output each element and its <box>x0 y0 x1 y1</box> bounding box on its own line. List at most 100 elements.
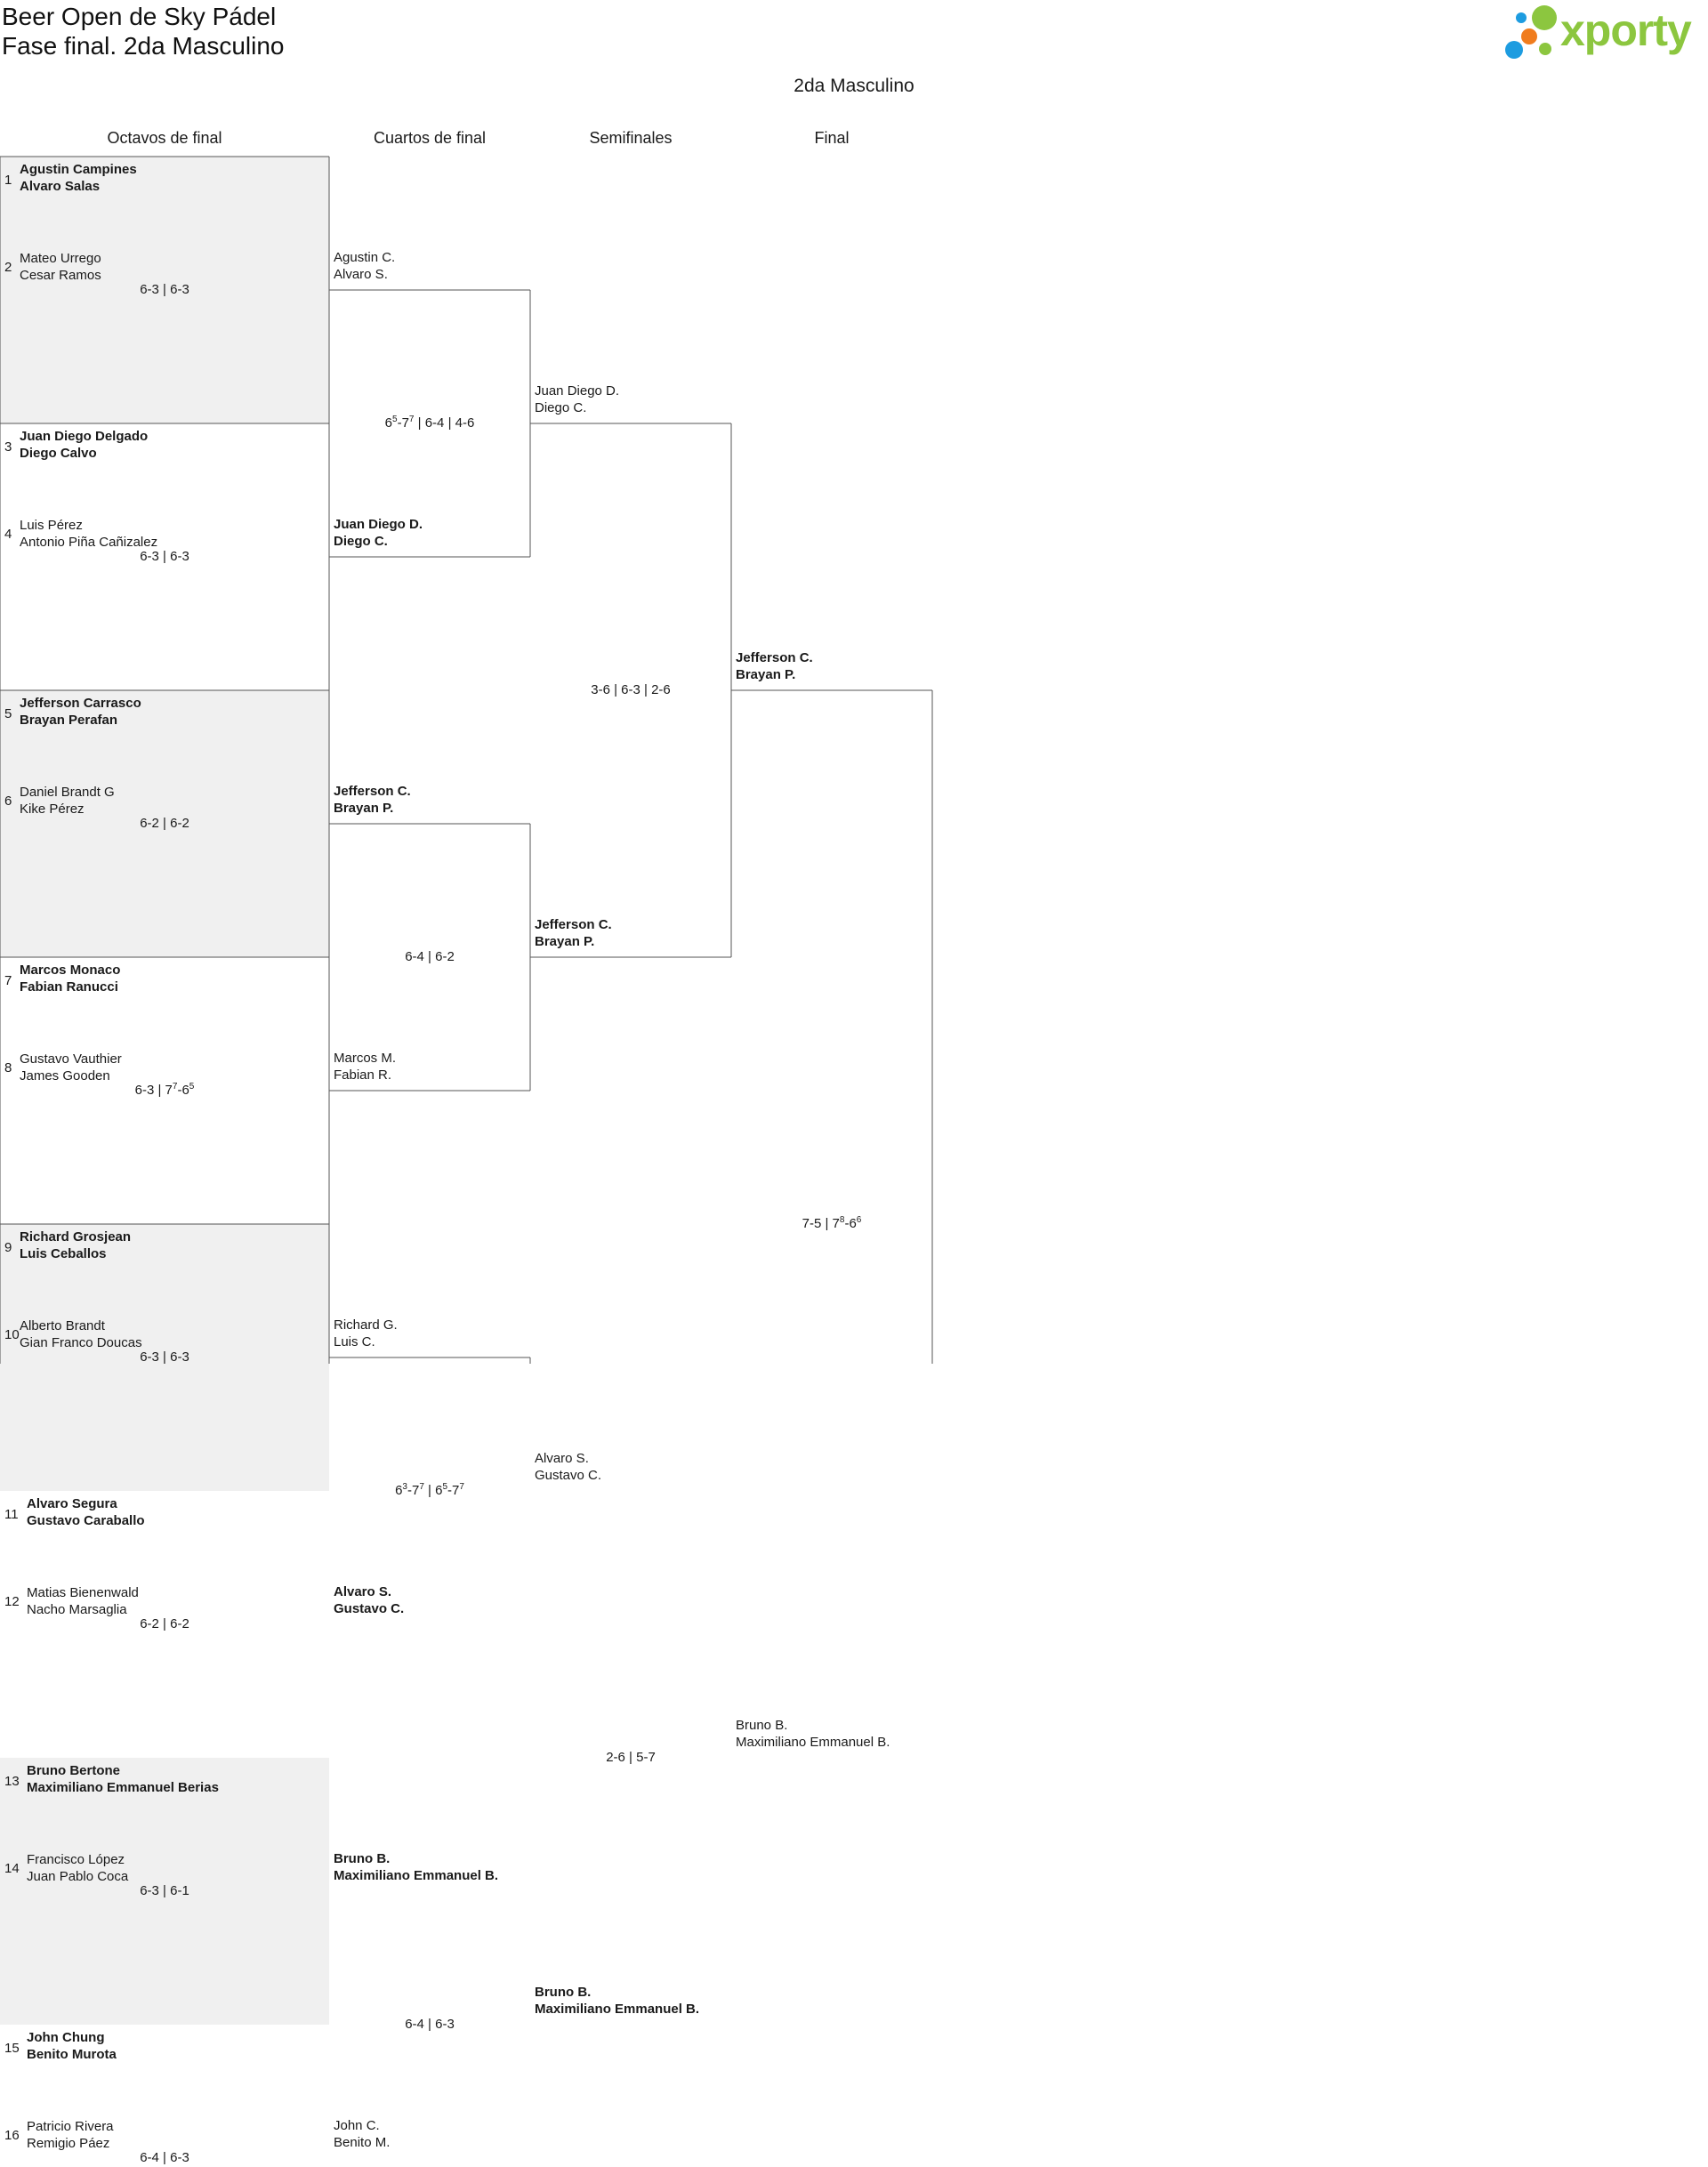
tiebreak-points: 7 <box>419 1482 424 1492</box>
score-separator: | <box>423 2017 436 2032</box>
seed-number: 1 <box>4 173 12 188</box>
quarterfinals-match-2-top-player-1: Jefferson C. <box>334 784 411 799</box>
match-score: 6-3 | 77-65 <box>0 1082 329 1100</box>
set-score: 2-6 <box>651 682 671 697</box>
match-score: 65-77 | 6-4 | 4-6 <box>329 415 530 432</box>
score-separator: | <box>154 1083 165 1098</box>
tiebreak-points: 3 <box>402 1482 407 1492</box>
match-score: 6-4 | 6-3 <box>329 2016 530 2034</box>
set-score: 6-2 <box>170 1616 189 1631</box>
set-score: 6-3 <box>170 549 189 564</box>
set-score: -6 <box>177 1083 189 1098</box>
set-score: 6-3 <box>170 282 189 297</box>
match-score: 2-6 | 5-7 <box>530 1749 731 1767</box>
set-score: 7-5 <box>802 1216 822 1231</box>
set-score: -7 <box>407 1483 420 1498</box>
r16-match-8-bottom-player-2: Remigio Páez <box>27 2136 110 2151</box>
seed-number: 5 <box>4 706 12 721</box>
round-header-semifinals: Semifinales <box>589 129 673 147</box>
set-score: 6-4 <box>140 2150 159 2165</box>
set-score: 6-3 <box>435 2017 455 2032</box>
phase-title: Fase final. 2da Masculino <box>2 32 285 60</box>
r16-match-4-top-player-1: Marcos Monaco <box>20 963 121 978</box>
set-score: -7 <box>397 415 409 431</box>
score-separator: | <box>158 816 171 831</box>
set-score: 7 <box>832 1216 840 1231</box>
score-separator: | <box>158 549 171 564</box>
logo-dot-green-icon <box>1532 5 1557 30</box>
r16-match-1-top-player-1: Agustin Campines <box>20 162 137 177</box>
tiebreak-points: 6 <box>856 1215 862 1225</box>
match-score: 7-5 | 78-66 <box>731 1215 932 1233</box>
round-header-round-of-16: Octavos de final <box>107 129 222 147</box>
r16-match-3-top-player-2: Brayan Perafan <box>20 713 118 728</box>
r16-match-1-bottom-player-1: Mateo Urrego <box>20 251 101 266</box>
seed-number: 10 <box>4 1327 20 1342</box>
set-score: 6-3 <box>621 682 640 697</box>
match-score: 6-4 | 6-2 <box>329 948 530 966</box>
score-separator: | <box>640 682 652 697</box>
semifinals-match-1-top-player-2: Diego C. <box>535 400 587 415</box>
logo-dot-green-small-icon <box>1539 43 1551 55</box>
set-score: 6-4 <box>405 2017 424 2032</box>
final-match-1-bottom-player-1: Bruno B. <box>736 1718 788 1733</box>
seed-number: 14 <box>4 1861 20 1876</box>
semifinals-match-2-bottom-player-2: Maximiliano Emmanuel B. <box>535 2002 700 2017</box>
score-separator: | <box>423 1483 436 1498</box>
score-separator: | <box>158 282 171 297</box>
logo-dot-orange-icon <box>1521 28 1537 44</box>
seed-number: 12 <box>4 1594 20 1609</box>
category-title: 2da Masculino <box>794 76 914 96</box>
quarterfinals-match-1-bottom-player-1: Juan Diego D. <box>334 517 423 532</box>
tiebreak-points: 7 <box>172 1082 178 1092</box>
bracket-page: Beer Open de Sky Pádel Fase final. 2da M… <box>0 3 1692 2165</box>
tiebreak-points: 8 <box>839 1215 845 1225</box>
r16-match-1-bottom-player-2: Cesar Ramos <box>20 268 101 283</box>
seed-number: 13 <box>4 1774 20 1789</box>
final-match-1-top-player-1: Jefferson C. <box>736 650 813 665</box>
seed-number: 2 <box>4 260 12 275</box>
r16-match-6-top-player-1: Alvaro Segura <box>27 1496 117 1511</box>
set-score: 6-1 <box>170 1883 189 1898</box>
seed-number: 6 <box>4 793 12 809</box>
quarterfinals-match-2-bottom-player-2: Fabian R. <box>334 1067 392 1083</box>
r16-match-8-top-player-1: John Chung <box>27 2030 105 2045</box>
set-score: 6-3 <box>140 549 159 564</box>
match-score: 6-3 | 6-3 <box>0 281 329 299</box>
set-score: 6-4 <box>405 949 424 964</box>
final-match-1-bottom-player-2: Maximiliano Emmanuel B. <box>736 1735 890 1750</box>
set-score: 6-3 <box>140 282 159 297</box>
set-score: 6-2 <box>435 949 455 964</box>
r16-match-1-top-player-2: Alvaro Salas <box>20 179 101 194</box>
score-separator: | <box>624 1750 637 1765</box>
quarterfinals-match-2-bottom-player-1: Marcos M. <box>334 1051 397 1066</box>
quarterfinals-match-1-bottom-player-2: Diego C. <box>334 534 388 549</box>
seed-number: 3 <box>4 439 12 455</box>
seed-number: 4 <box>4 527 12 542</box>
r16-match-2-bottom-player-1: Luis Pérez <box>20 518 83 533</box>
score-separator: | <box>444 415 455 431</box>
r16-match-3-bottom-player-2: Kike Pérez <box>20 802 85 817</box>
quarterfinals-match-4-top-player-1: Bruno B. <box>334 1851 391 1866</box>
round-header-final: Final <box>814 129 850 147</box>
semifinals-match-1-bottom-player-2: Brayan P. <box>535 934 595 949</box>
r16-match-7-bottom-player-1: Francisco López <box>27 1852 125 1867</box>
logo-wordmark: xporty <box>1560 5 1692 55</box>
set-score: 2-6 <box>606 1750 625 1765</box>
r16-match-2-top-player-2: Diego Calvo <box>20 446 97 461</box>
set-score: -6 <box>844 1216 857 1231</box>
match-score: 6-4 | 6-3 <box>0 2149 329 2167</box>
r16-match-5-bottom-player-1: Alberto Brandt <box>20 1318 105 1333</box>
quarterfinals-match-3-top-player-2: Luis C. <box>334 1334 375 1349</box>
set-score: 3-6 <box>591 682 610 697</box>
logo-dot-blue-small-icon <box>1516 12 1527 23</box>
seed-number: 7 <box>4 973 12 988</box>
score-separator: | <box>158 2150 171 2165</box>
seed-number: 9 <box>4 1240 12 1255</box>
set-score: 6-2 <box>170 816 189 831</box>
match-score: 6-2 | 6-2 <box>0 1615 329 1633</box>
quarterfinals-match-3-bottom-player-1: Alvaro S. <box>334 1584 392 1599</box>
score-separator: | <box>158 1349 171 1365</box>
semifinals-match-2-top-player-2: Gustavo C. <box>535 1468 602 1483</box>
r16-match-8-top-player-2: Benito Murota <box>27 2047 117 2062</box>
